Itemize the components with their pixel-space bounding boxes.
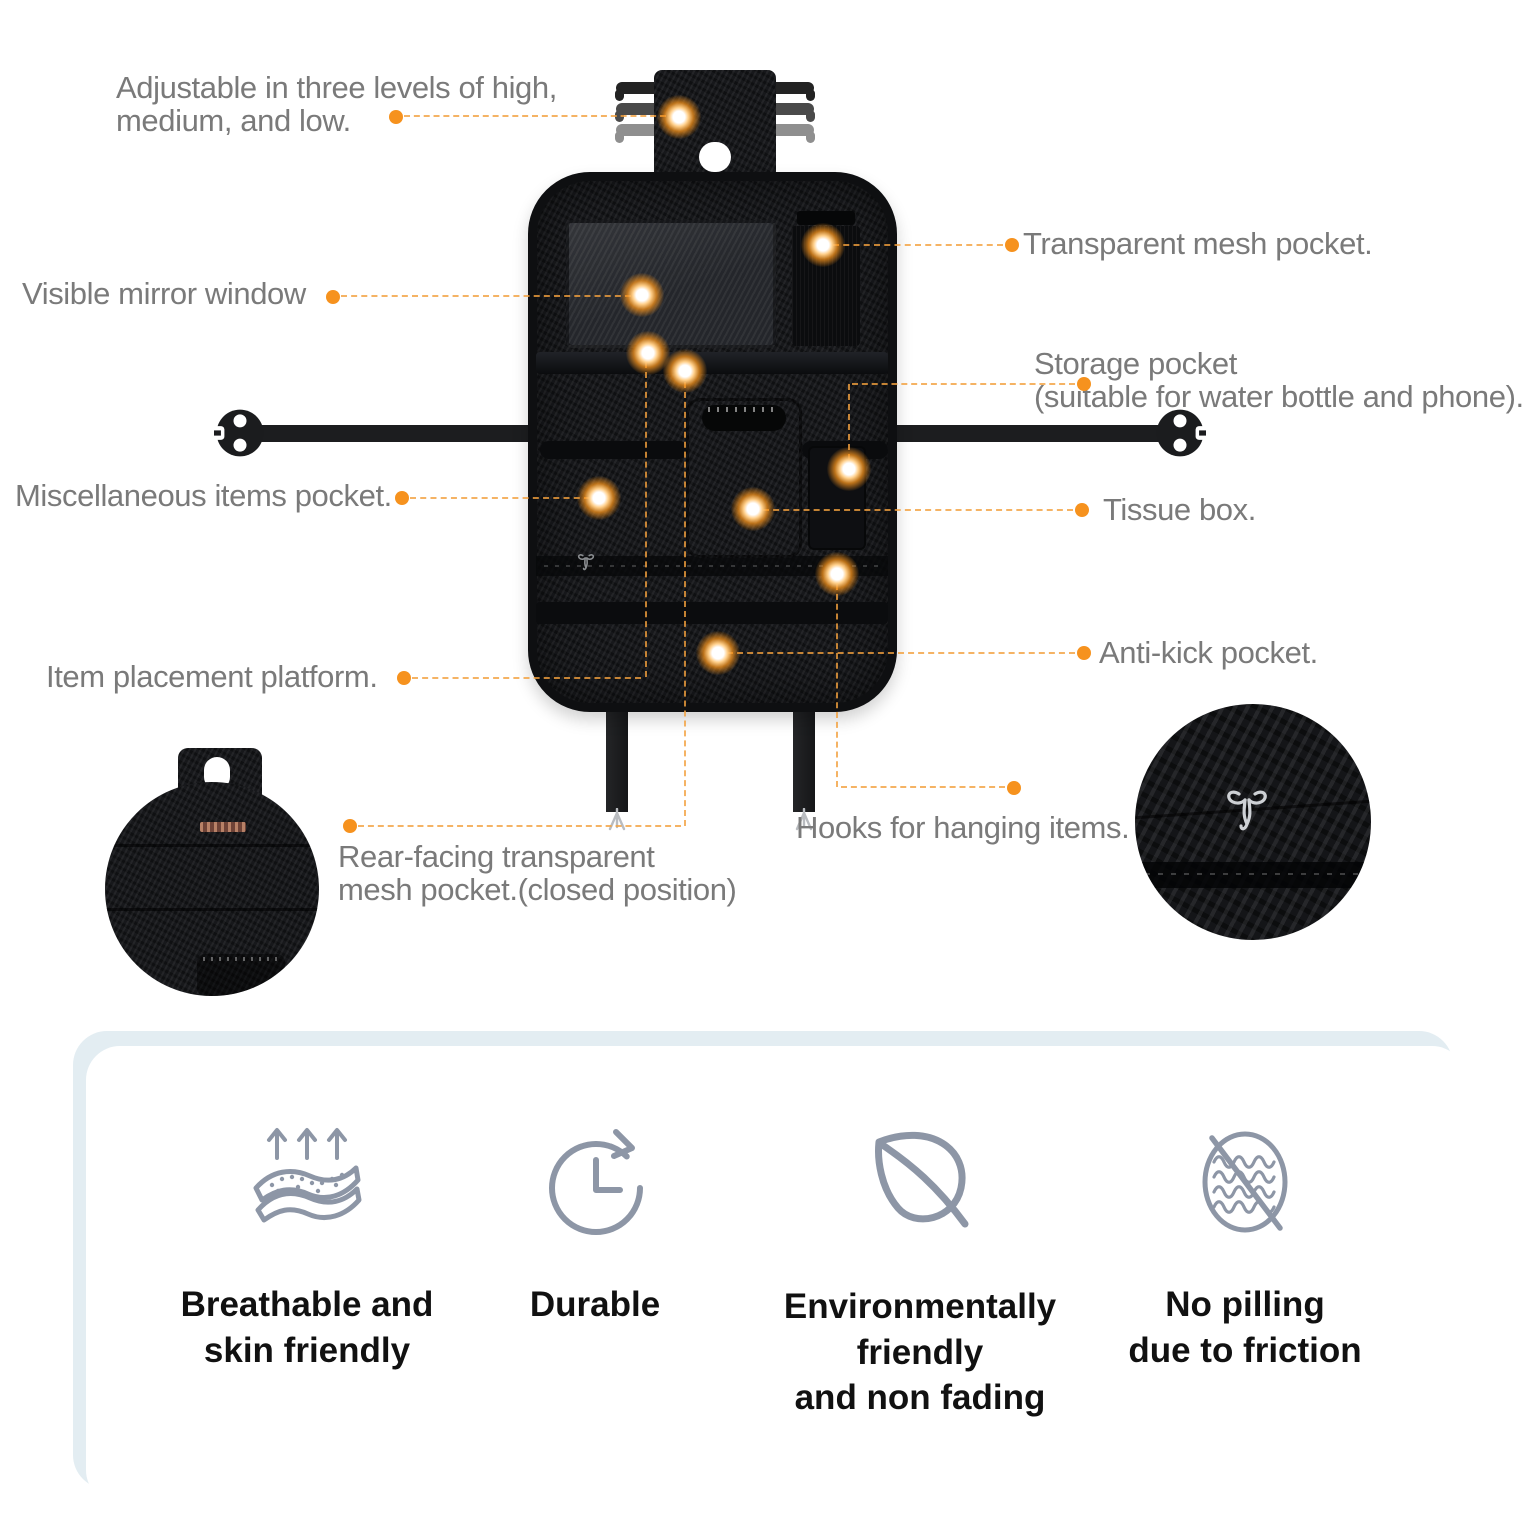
glow-marker-storage: [827, 447, 871, 491]
callout-dot: [389, 110, 403, 124]
anti-kick-rail: [536, 602, 888, 624]
seam-line: [105, 908, 319, 911]
brand-label: [200, 822, 246, 832]
callout-line: [410, 497, 590, 499]
glow-marker-platform: [626, 331, 670, 375]
callout-anti-kick: Anti-kick pocket.: [1099, 635, 1318, 670]
callout-line: [763, 509, 1073, 511]
feature-durable-label: Durable: [529, 1285, 661, 1324]
durable-clock-icon: [549, 1129, 643, 1235]
callout-misc-pocket: Miscellaneous items pocket.: [15, 478, 392, 513]
bottom-strap-right: [793, 710, 815, 812]
headrest-hook-icon: [615, 82, 660, 101]
headrest-hook-icon: [770, 82, 815, 101]
callout-line: [404, 115, 666, 117]
callout-line: [341, 295, 631, 297]
seam-band: [1135, 862, 1371, 888]
headrest-hook-icon: [615, 124, 660, 143]
glow-marker-rear-mesh: [663, 349, 707, 393]
callout-line: [848, 384, 850, 460]
glow-marker-mesh: [801, 223, 845, 267]
callout-visible-mirror: Visible mirror window: [22, 276, 306, 311]
callout-line: [358, 825, 681, 827]
feature-card: [86, 1046, 1466, 1504]
headrest-hook-icon: [770, 124, 815, 143]
callout-line: [852, 383, 1075, 385]
rear-mesh-flap: [197, 954, 285, 996]
glow-marker-misc: [577, 476, 621, 520]
platform-shelf: [536, 352, 888, 374]
callout-line: [841, 786, 1005, 788]
glow-marker-anti-kick: [696, 631, 740, 675]
callout-item-platform: Item placement platform.: [46, 659, 378, 694]
left-buckle-icon: [214, 409, 264, 457]
left-side-strap: [240, 425, 532, 442]
hook-detail-inset: [1135, 704, 1371, 940]
feature-breathable-label: Breathable and skin friendly: [180, 1285, 434, 1370]
callout-line: [727, 652, 1075, 654]
callout-dot: [326, 290, 340, 304]
bottom-strap-left: [606, 710, 628, 812]
feature-no-pilling-label: No pilling due to friction: [1128, 1285, 1362, 1370]
callout-line: [833, 244, 1003, 246]
seam-line: [105, 844, 319, 847]
callout-dot: [1005, 238, 1019, 252]
callout-dot: [1077, 646, 1091, 660]
no-pilling-icon: [1202, 1131, 1288, 1233]
callout-line: [645, 362, 647, 677]
callout-line: [684, 382, 686, 826]
callout-storage-pocket: Storage pocket (suitable for water bottl…: [1034, 346, 1524, 414]
glow-marker-mirror: [620, 273, 664, 317]
rear-view-inset: [105, 782, 319, 996]
tissue-slot-perforation: [708, 407, 780, 412]
breathable-fabric-icon: [253, 1128, 362, 1223]
strap-rail-left: [540, 441, 688, 459]
callout-tissue-box: Tissue box.: [1103, 492, 1256, 527]
callout-dot: [397, 671, 411, 685]
feature-eco-label: Environmentally friendly and non fading: [783, 1287, 1057, 1417]
callout-dot: [1075, 503, 1089, 517]
mesh-pocket-band: [797, 211, 855, 225]
callout-hooks: Hooks for hanging items.: [796, 810, 1130, 845]
glow-marker-hooks: [815, 552, 859, 596]
callout-line: [836, 584, 838, 787]
callout-dot: [1007, 781, 1021, 795]
callout-adjustable: Adjustable in three levels of high, medi…: [116, 70, 557, 138]
stitch-band: [536, 556, 888, 576]
mirror-window: [566, 220, 776, 348]
right-buckle-icon: [1156, 409, 1206, 457]
eco-leaf-icon: [875, 1131, 969, 1228]
callout-line: [412, 677, 641, 679]
hanging-hook-icon: [577, 554, 595, 571]
callout-dot: [343, 819, 357, 833]
hanger-notch: [699, 142, 731, 172]
hanging-hook-icon: [1227, 790, 1267, 831]
callout-rear-mesh: Rear-facing transparent mesh pocket.(clo…: [338, 839, 737, 907]
glow-marker-tissue: [731, 487, 775, 531]
callout-dot: [1077, 377, 1091, 391]
right-side-strap: [893, 425, 1181, 442]
callout-transparent-mesh: Transparent mesh pocket.: [1023, 226, 1373, 261]
strap-hook-icon: [795, 808, 813, 831]
headrest-hook-icon: [770, 103, 815, 122]
callout-dot: [395, 491, 409, 505]
strap-hook-icon: [608, 808, 626, 831]
glow-marker-adjustable: [657, 95, 701, 139]
